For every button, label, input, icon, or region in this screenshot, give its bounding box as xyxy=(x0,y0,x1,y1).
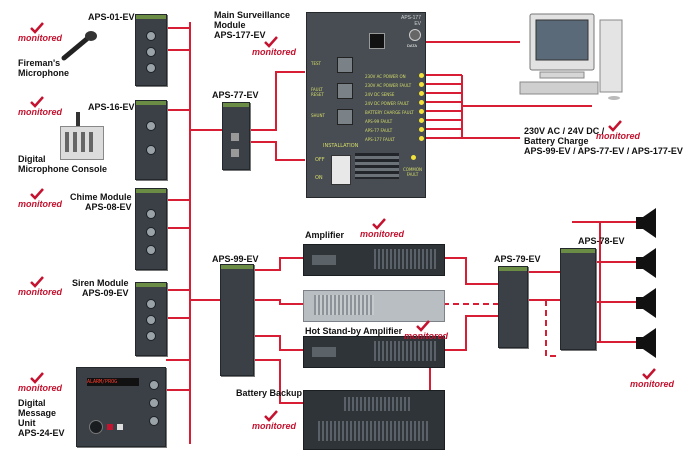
aps-79-label: APS-79-EV xyxy=(494,254,541,264)
check-icon xyxy=(264,410,278,422)
fault-led xyxy=(419,109,424,114)
monitored-badge: monitored xyxy=(18,22,68,44)
microphone-console-icon xyxy=(60,112,104,160)
amplifier-label: Amplifier xyxy=(305,230,345,240)
hot-standby-label: Hot Stand-by Amplifier xyxy=(305,326,403,336)
monitored-badge: monitored xyxy=(404,320,454,342)
monitored-badge: monitored xyxy=(252,36,302,58)
chime-module-label: Chime Module APS-08-EV xyxy=(70,192,132,212)
monitored-badge: monitored xyxy=(596,120,646,142)
check-icon xyxy=(30,276,44,288)
standby-amplifier-rack xyxy=(303,290,445,322)
check-icon xyxy=(30,188,44,200)
monitored-badge: monitored xyxy=(18,372,68,394)
check-icon xyxy=(264,36,278,48)
fault-reset-button[interactable] xyxy=(337,83,353,99)
check-icon xyxy=(30,96,44,108)
main-surveillance-label: Main Surveillance Module APS-177-EV xyxy=(214,10,291,40)
aps-01-label: APS-01-EV xyxy=(88,12,135,22)
fault-led xyxy=(419,100,424,105)
fault-2: 24V DC SENSE xyxy=(365,92,395,97)
aps-79-module xyxy=(498,266,528,348)
digital-message-unit-label: Digital Message Unit APS-24-EV xyxy=(18,398,65,438)
panel-title: APS-177 EV xyxy=(400,15,421,27)
aps-99-label: APS-99-EV xyxy=(212,254,259,264)
fault-led xyxy=(419,127,424,132)
lock-icon xyxy=(369,33,385,49)
aps-78-module xyxy=(560,248,596,350)
fault-led xyxy=(419,91,424,96)
monitored-badge: monitored xyxy=(18,96,68,118)
installation-label: INSTALLATION xyxy=(323,143,359,149)
standby-dashed-line xyxy=(443,299,560,357)
fault-4: BATTERY CHARGE FAULT xyxy=(365,110,414,115)
speaker-icon xyxy=(636,208,656,238)
shunt-button[interactable] xyxy=(337,109,353,125)
check-icon xyxy=(372,218,386,230)
microphone-icon xyxy=(61,31,97,61)
speaker-icon xyxy=(636,248,656,278)
test-button[interactable] xyxy=(337,57,353,73)
check-icon xyxy=(642,368,656,380)
power-label: 230V AC / 24V DC / Battery Charge APS-99… xyxy=(524,126,683,156)
siren-module xyxy=(135,282,167,356)
fault-1: 230V AC POWER FAULT xyxy=(365,83,412,88)
speaker-icon xyxy=(636,288,656,318)
fault-led xyxy=(419,73,424,78)
check-icon xyxy=(416,320,430,332)
message-display: ALARM/PROG 12.5/04 xyxy=(87,378,139,386)
console-label: Digital Microphone Console xyxy=(18,154,108,174)
check-icon xyxy=(30,372,44,384)
aps-16-label: APS-16-EV xyxy=(88,102,135,112)
main-surveillance-panel: APS-177 EV DATA TEST FAULT RESET SHUNT 2… xyxy=(306,12,426,198)
aps-16-module xyxy=(135,100,167,180)
monitored-badge: monitored xyxy=(360,218,410,240)
monitored-badge: monitored xyxy=(18,276,68,298)
on-label: ON xyxy=(315,175,323,181)
aps-99-module xyxy=(220,264,254,376)
digital-message-unit: ALARM/PROG 12.5/04 xyxy=(76,367,166,447)
computer-icon xyxy=(519,13,623,100)
monitored-badge: monitored xyxy=(630,368,680,390)
fault-to-power-line xyxy=(462,105,592,139)
speaker-icon xyxy=(636,328,656,358)
aps-77-module xyxy=(222,102,250,170)
fault-led xyxy=(419,136,424,141)
monitored-badge: monitored xyxy=(252,410,302,432)
off-label: OFF xyxy=(315,157,325,163)
fault-7: APS-177 FAULT xyxy=(365,137,395,142)
siren-module-label: Siren Module APS-09-EV xyxy=(72,278,129,298)
amplifier-rack xyxy=(303,244,445,276)
fault-5: APS-99 FAULT xyxy=(365,119,393,124)
aps-78-label: APS-78-EV xyxy=(578,236,625,246)
chime-module xyxy=(135,188,167,270)
fault-6: APS-77 FAULT xyxy=(365,128,393,133)
fault-led xyxy=(419,118,424,123)
hot-standby-amplifier-rack xyxy=(303,336,445,368)
monitored-badge: monitored xyxy=(18,188,68,210)
fault-3: 24V DC POWER FAULT xyxy=(365,101,410,106)
check-icon xyxy=(30,22,44,34)
battery-backup-label: Battery Backup xyxy=(236,388,303,398)
fireman-microphone-label: Fireman's Microphone xyxy=(18,58,69,78)
fault-0: 230V AC POWER ON xyxy=(365,74,406,79)
aps-01-module xyxy=(135,14,167,86)
check-icon xyxy=(608,120,622,132)
common-fault-label: COMMON FAULT xyxy=(403,167,422,177)
fault-led xyxy=(419,82,424,87)
fault-reset-label: FAULT RESET xyxy=(311,87,324,97)
power-switch[interactable] xyxy=(331,155,351,185)
test-label: TEST xyxy=(311,61,321,66)
data-label: DATA xyxy=(407,43,418,48)
aps-77-label: APS-77-EV xyxy=(212,90,259,100)
data-port-icon xyxy=(409,29,421,41)
shunt-label: SHUNT xyxy=(311,113,325,118)
battery-backup-rack xyxy=(303,390,445,450)
